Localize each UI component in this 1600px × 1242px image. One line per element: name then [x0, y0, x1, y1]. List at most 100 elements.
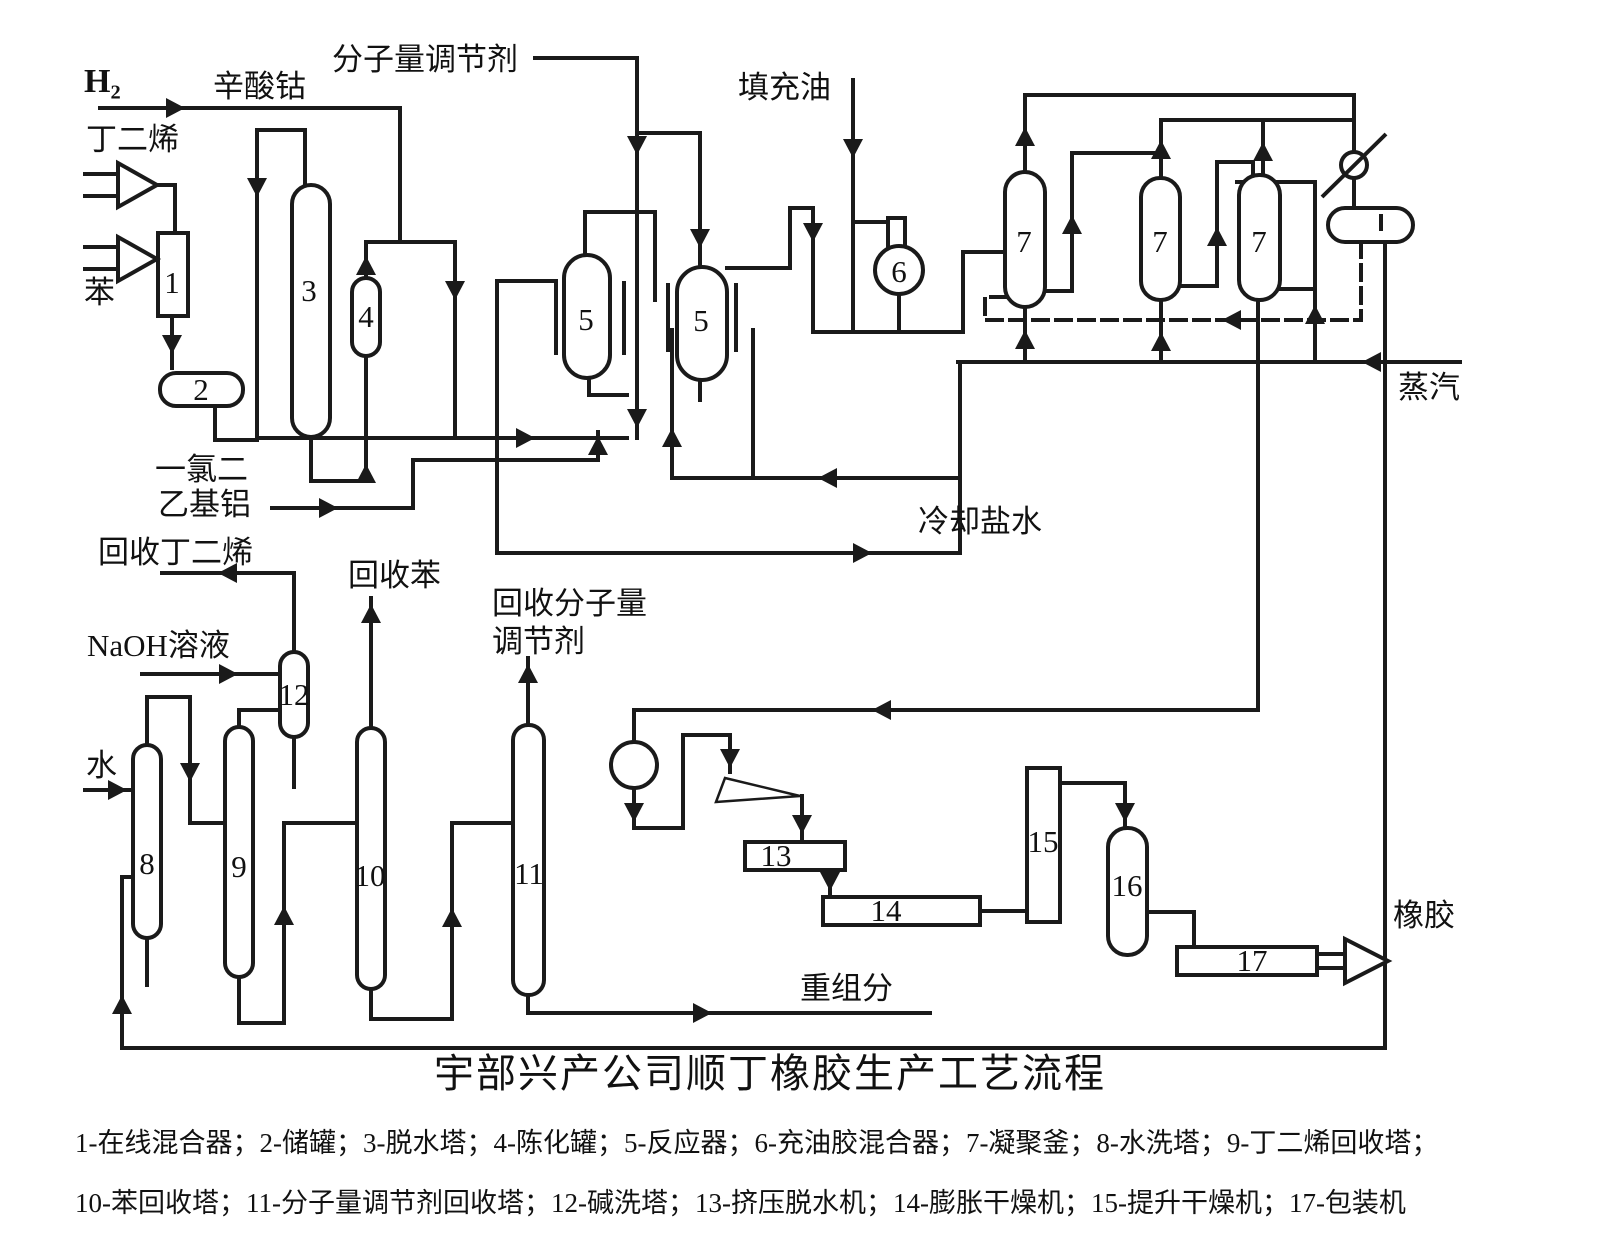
arrowhead-icon — [319, 498, 338, 518]
pipe-reactor2-to-mixer6 — [725, 206, 965, 334]
vessel-expansion-dryer-14 — [821, 895, 982, 927]
stream-butadiene: 丁二烯 — [86, 122, 179, 157]
pipe-brine-out — [495, 279, 962, 555]
label-17: 17 — [1237, 943, 1268, 978]
pipe-12-overhead — [160, 571, 296, 654]
vessel-butadiene-recovery-column-9 — [223, 725, 255, 979]
label-11: 11 — [514, 856, 544, 891]
arrowhead-icon — [1362, 352, 1381, 372]
stream-rubber: 橡胶 — [1393, 898, 1455, 933]
label-6: 6 — [891, 254, 907, 289]
arrowhead-icon — [274, 906, 294, 925]
vessel-water-wash-column-8 — [131, 743, 163, 940]
arrowhead-icon — [1253, 142, 1273, 161]
label-1: 1 — [164, 265, 180, 300]
label-7a: 7 — [1016, 224, 1032, 259]
arrowhead-icon — [516, 428, 535, 448]
pipe-9-bottoms-to-10 — [237, 821, 359, 1025]
label-8: 8 — [139, 846, 155, 881]
arrowhead-icon — [112, 995, 132, 1014]
vessel-dewatering-column-3 — [290, 183, 332, 439]
pipe-16-to-17 — [1145, 910, 1196, 949]
pipe-heavy-fraction — [526, 993, 932, 1015]
arrowhead-icon — [1151, 140, 1171, 159]
stream-naoh: NaOH溶液 — [87, 628, 230, 663]
label-14: 14 — [871, 893, 903, 928]
arrowhead-icon — [518, 664, 538, 683]
label-13: 13 — [761, 838, 792, 873]
arrowhead-icon — [720, 749, 740, 768]
label-2: 2 — [193, 372, 209, 407]
arrowhead-icon — [219, 664, 238, 684]
pipe-reactor1-bottom — [587, 376, 629, 397]
label-15: 15 — [1028, 824, 1059, 859]
vessel-16 — [1106, 826, 1149, 957]
vessel-coagulator-7b — [1139, 176, 1182, 302]
arrowhead-icon — [356, 256, 376, 275]
arrowhead-icon — [690, 229, 710, 248]
stream-recovered-mw-line1: 回收分子量 — [492, 586, 647, 621]
arrowhead-icon — [166, 98, 185, 118]
label-9: 9 — [231, 849, 247, 884]
pipe-mw-branch — [635, 131, 702, 269]
pipe-7c-to-pump — [632, 298, 1260, 744]
arrowhead-icon — [356, 464, 376, 483]
equipment-numbers: 1 2 3 4 5 5 6 7 7 7 8 9 10 11 12 13 14 1… — [139, 224, 1267, 978]
arrowhead-icon — [108, 780, 127, 800]
arrowhead-icon — [818, 468, 837, 488]
flow-arrowheads — [108, 98, 1381, 1023]
stream-benzene: 苯 — [84, 275, 115, 310]
pipe-15-to-16 — [1058, 781, 1127, 828]
pipe-bottom-recycle — [120, 240, 1387, 1050]
stream-water: 水 — [86, 748, 117, 783]
pipe-h2-catalyst — [98, 106, 402, 244]
pipe-butadiene-feed — [155, 183, 177, 235]
pipe-vapor-line1 — [1023, 93, 1356, 174]
equipment-shapes — [116, 132, 1415, 997]
arrowhead-icon — [445, 281, 465, 300]
arrowhead-icon — [1062, 215, 1082, 234]
rubber-outlet-arrow-icon — [1343, 935, 1393, 987]
arrowhead-icon — [442, 908, 462, 927]
label-10: 10 — [355, 858, 386, 893]
pipe-column3-loop — [255, 128, 307, 440]
arrowhead-icon — [1207, 227, 1227, 246]
legend-line-1: 1-在线混合器；2-储罐；3-脱水塔；4-陈化罐；5-反应器；6-充油胶混合器；… — [75, 1128, 1438, 1158]
vessel-coagulator-7c — [1237, 173, 1282, 302]
vessel-packer-17 — [1175, 945, 1319, 977]
pipe-10-bottoms-to-11 — [369, 821, 515, 1021]
stream-mw-regulator: 分子量调节剂 — [332, 42, 518, 77]
arrowhead-icon — [627, 409, 647, 428]
pipe-tank-out — [213, 404, 259, 442]
pump-icon — [609, 740, 659, 790]
pipe-vapor-line2 — [1159, 118, 1356, 180]
stream-filling-oil: 填充油 — [738, 70, 831, 105]
label-5a: 5 — [578, 302, 594, 337]
vessel-benzene-recovery-column-10 — [355, 726, 387, 991]
arrowhead-icon — [1222, 310, 1241, 330]
vessel-coagulator-7a — [1003, 170, 1047, 309]
arrowhead-icon — [853, 543, 872, 563]
arrowhead-icon — [1015, 127, 1035, 146]
arrowhead-icon — [872, 700, 891, 720]
diagram-title: 宇部兴产公司顺丁橡胶生产工艺流程 — [434, 1051, 1106, 1096]
arrowhead-icon — [588, 436, 608, 455]
arrowhead-icon — [693, 1003, 712, 1023]
control-valve-stem — [1320, 132, 1388, 199]
stream-recovered-mw-line2: 调节剂 — [492, 624, 585, 659]
vessel-reactor-5b — [675, 265, 729, 382]
stream-labels: H₂ 丁二烯 苯 辛酸钴 分子量调节剂 填充油 蒸汽 冷却盐水 一氯二 乙基铝 … — [84, 42, 1460, 1006]
arrowhead-icon — [792, 815, 812, 834]
arrowhead-icon — [820, 872, 840, 891]
pipe-column3-bottom — [309, 435, 368, 483]
stream-h2: H₂ — [84, 63, 121, 100]
vessel-inline-mixer-1 — [156, 231, 190, 318]
arrowhead-icon — [218, 563, 237, 583]
label-4: 4 — [358, 299, 374, 334]
butadiene-feed-arrow-icon — [116, 159, 162, 211]
label-12: 12 — [279, 677, 310, 712]
label-5b: 5 — [693, 303, 709, 338]
vessel-aging-tank-4 — [350, 276, 382, 358]
vessel-oil-mixer-6 — [873, 244, 925, 296]
